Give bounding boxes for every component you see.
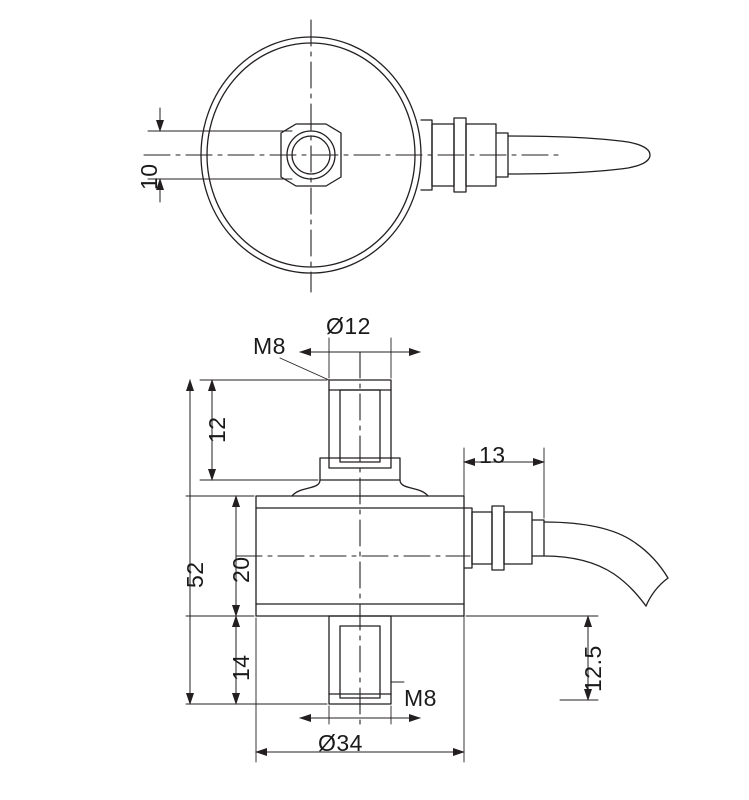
extension-lines <box>185 337 599 763</box>
dim-label-bottom-thread-m8: M8 <box>404 685 437 711</box>
dim-10-top <box>147 107 293 203</box>
dim-label-bore-diameter: Ø12 <box>326 313 371 339</box>
dim-label-body-diameter: Ø34 <box>318 730 363 756</box>
dim-label-overall-height: 52 <box>182 561 208 588</box>
dimension-lines <box>186 348 592 756</box>
dim-label-flange-to-top: 12 <box>204 416 230 443</box>
front-view-centerlines <box>235 351 471 731</box>
dim-label-cable-height: 12.5 <box>580 645 606 692</box>
dim-label-body-height: 20 <box>228 556 254 583</box>
dim-label-cable-gland-length: 13 <box>479 442 506 468</box>
dim-label-top-view-height: 10 <box>136 163 162 190</box>
dim-label-bottom-stud-length: 14 <box>228 654 254 681</box>
top-view-centerlines <box>143 19 561 293</box>
dim-label-top-thread-m8: M8 <box>253 333 286 359</box>
top-view-geometry <box>200 36 651 274</box>
